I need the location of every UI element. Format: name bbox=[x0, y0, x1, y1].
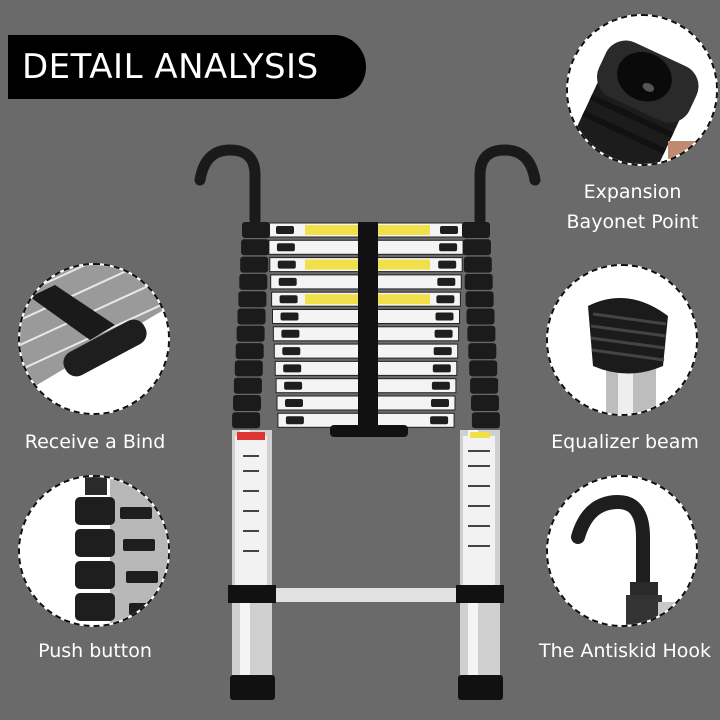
push-button bbox=[437, 277, 456, 286]
rubber-foot-icon bbox=[548, 266, 696, 414]
left-joint bbox=[238, 291, 267, 308]
left-joint bbox=[233, 395, 261, 411]
left-foot bbox=[230, 675, 275, 700]
bottom-rung bbox=[276, 588, 456, 602]
push-button bbox=[431, 399, 449, 407]
push-button bbox=[430, 416, 449, 425]
right-joint bbox=[467, 325, 496, 342]
left-joint bbox=[242, 222, 270, 238]
push-button bbox=[285, 416, 304, 425]
bayonet-joint-icon bbox=[568, 16, 716, 164]
push-button bbox=[439, 243, 458, 252]
right-foot bbox=[458, 675, 503, 700]
push-button bbox=[279, 295, 298, 304]
antiskid-hook-icon bbox=[548, 477, 696, 625]
title-banner: DETAIL ANALYSIS bbox=[8, 35, 366, 99]
left-joint bbox=[232, 412, 261, 429]
expansion-label: Expansion Bayonet Point bbox=[566, 181, 699, 233]
right-hook-icon bbox=[474, 144, 541, 226]
right-joint bbox=[462, 222, 490, 238]
left-joint bbox=[240, 256, 269, 273]
left-hook-icon bbox=[194, 144, 261, 226]
strap-bind-icon bbox=[20, 265, 168, 413]
left-joint bbox=[234, 360, 263, 377]
push-button bbox=[285, 399, 303, 407]
right-joint bbox=[470, 377, 499, 394]
push-button bbox=[431, 381, 450, 390]
push-button bbox=[284, 381, 303, 390]
push-button bbox=[277, 260, 296, 269]
push-button bbox=[434, 329, 453, 338]
push-button bbox=[435, 312, 454, 321]
bind-detail-image bbox=[18, 263, 170, 415]
left-joint bbox=[239, 273, 268, 290]
expansion-detail-image bbox=[566, 14, 718, 166]
strap bbox=[358, 222, 378, 432]
right-joint bbox=[464, 273, 493, 290]
left-joint bbox=[236, 325, 265, 342]
equalizer-label: Equalizer beam bbox=[551, 431, 699, 453]
push-button bbox=[432, 364, 451, 373]
push-button bbox=[282, 347, 301, 356]
push-button bbox=[276, 243, 295, 252]
push-button bbox=[276, 226, 294, 234]
push-button bbox=[281, 329, 300, 338]
right-joint bbox=[471, 412, 500, 429]
push-button bbox=[438, 260, 457, 269]
left-joint bbox=[241, 239, 270, 256]
push-button bbox=[436, 295, 455, 304]
push-button bbox=[433, 347, 452, 356]
equalizer-detail-image bbox=[546, 264, 698, 416]
right-joint bbox=[466, 308, 495, 325]
right-joint bbox=[471, 395, 499, 411]
push-button-label: Push button bbox=[38, 640, 152, 662]
push-button bbox=[280, 312, 299, 321]
push-button bbox=[440, 226, 458, 234]
hook-detail-image bbox=[546, 475, 698, 627]
left-joint bbox=[233, 377, 262, 394]
left-joint bbox=[237, 308, 266, 325]
right-joint bbox=[469, 360, 498, 377]
bind-label: Receive a Bind bbox=[24, 431, 166, 453]
left-joint bbox=[235, 343, 264, 360]
push-button bbox=[283, 364, 302, 373]
title-text: DETAIL ANALYSIS bbox=[22, 47, 319, 87]
right-joint bbox=[468, 343, 497, 360]
push-button bbox=[278, 277, 297, 286]
right-joint bbox=[463, 256, 492, 273]
hook-label: The Antiskid Hook bbox=[539, 640, 711, 662]
right-joint bbox=[462, 239, 491, 256]
right-joint bbox=[465, 291, 494, 308]
